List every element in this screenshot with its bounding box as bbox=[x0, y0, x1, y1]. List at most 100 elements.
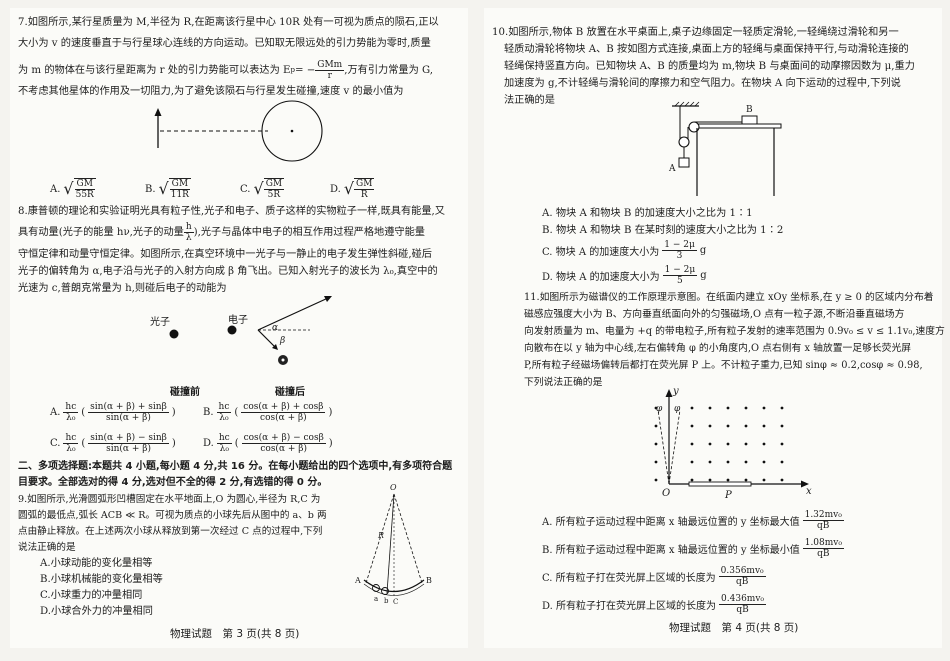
q11-line2: 磁感应强度大小为 B、方向垂直纸面向外的匀强磁场,O 点有一粒子源,不断沿垂直磁… bbox=[524, 309, 905, 320]
q7-option-a-num: GM bbox=[74, 179, 95, 190]
q8-option-c-num: sin(α + β) − sinβ bbox=[88, 433, 169, 444]
q9-line4: 说法正确的是 bbox=[18, 542, 76, 553]
q10-option-a: A. 物块 A 和物块 B 的加速度大小之比为 1∶1 bbox=[542, 208, 753, 219]
q11-field-dot bbox=[762, 460, 766, 464]
q7-option-c-num: GM bbox=[263, 179, 285, 190]
q8-option-b-coef-den: λ₀ bbox=[219, 413, 229, 423]
q11-field-dot bbox=[690, 460, 694, 464]
q8-option-d-den: cos(α + β) bbox=[260, 444, 308, 454]
q10-block-A bbox=[678, 157, 690, 168]
q11-field-dot bbox=[726, 424, 730, 428]
q9-label-R: R bbox=[378, 531, 385, 540]
q11-label-phi-left: φ bbox=[656, 404, 663, 414]
q9-label-b: b bbox=[384, 597, 389, 605]
q7-line1: 7.如图所示,某行星质量为 M,半径为 R,在距离该行星中心 10R 处有一可视… bbox=[18, 17, 439, 28]
q11-field-dot bbox=[654, 478, 658, 482]
q11-line5: P,所有粒子经磁场偏转后都打在荧光屏 P 上。不计粒子重力,已知 sinφ ≈ … bbox=[524, 360, 923, 371]
q8-option-b-label: B. bbox=[203, 407, 214, 418]
q7-line3d: ,万有引力常量为 G, bbox=[344, 65, 434, 76]
q11-field-dots bbox=[654, 406, 784, 482]
right-page-footer: 物理试题 第 4 页(共 8 页) bbox=[669, 622, 799, 634]
q8-p-num: h bbox=[183, 222, 194, 233]
q11-option-b-den: qB bbox=[817, 549, 830, 559]
q11-field-dot bbox=[780, 424, 784, 428]
q8-option-c-den: sin(α + β) bbox=[106, 444, 151, 454]
q10-option-d-num: 1 − 2μ bbox=[662, 265, 698, 276]
q8-line2a: 具有动量(光子的能量 hν,光子的动量 bbox=[18, 227, 184, 238]
section2-heading-line1: 二、多项选择题:本题共 4 小题,每小题 4 分,共 16 分。在每小题给出的四… bbox=[18, 461, 453, 472]
q7-line2: 大小为 v 的速度垂直于与行星球心连线的方向运动。已知取无限远处的引力势能为零时… bbox=[18, 38, 431, 49]
q8-before-label: 碰撞前 bbox=[170, 387, 200, 398]
q11-option-d-den: qB bbox=[736, 605, 749, 615]
q11-field-dot bbox=[726, 406, 730, 410]
q11-option-a-den: qB bbox=[817, 521, 830, 531]
q11-x-arrow bbox=[801, 480, 809, 488]
q11-field-dot bbox=[726, 478, 730, 482]
q9-line3: 点由静止释放。在上述两次小球从释放到第一次经过 C 点的过程中,下列 bbox=[18, 526, 323, 537]
q10-block-B bbox=[741, 115, 758, 125]
q10-line1: 10.如图所示,物体 B 放置在水平桌面上,桌子边缘固定一轻质定滑轮,一轻绳绕过… bbox=[492, 27, 899, 38]
q9-option-c: C.小球重力的冲量相同 bbox=[40, 590, 143, 601]
q10-line3: 轻绳保持竖直方向。已知物块 A、B 的质量均为 m,物块 B 与桌面间的动摩擦因… bbox=[504, 61, 915, 72]
q7-planet-circle bbox=[261, 100, 323, 162]
q7-option-d-num: GM bbox=[354, 179, 375, 190]
q11-field-dot bbox=[690, 442, 694, 446]
q11-diagram bbox=[654, 389, 809, 488]
q7-line4: 不考虑其他星体的作用及一切阻力,为了避免该陨石与行星发生碰撞,速度 v 的最小值… bbox=[18, 86, 404, 97]
q7-line3c: = − bbox=[294, 65, 316, 76]
q8-option-c-coef-den: λ₀ bbox=[66, 444, 76, 454]
section2-heading-line2: 目要求。全部选对的得 4 分,选对但不全的得 2 分,有选错的得 0 分。 bbox=[18, 477, 328, 488]
q7-diagram bbox=[154, 100, 323, 162]
q11-label-y: y bbox=[673, 386, 679, 397]
q7-option-c-den: 5R bbox=[267, 190, 281, 200]
q8-option-d-num: cos(α + β) − cosβ bbox=[241, 433, 326, 444]
q9-label-A: A bbox=[355, 576, 361, 585]
q11-option-c-den: qB bbox=[735, 577, 749, 587]
q11-field-dot bbox=[726, 460, 730, 464]
q8-line3: 守恒定律和动量守恒定律。如图所示,在真空环境中一光子与一静止的电子发生弹性斜碰,… bbox=[18, 249, 432, 260]
q9-option-a: A.小球动能的变化量相等 bbox=[40, 558, 153, 569]
q9-line2: 圆弧的最低点,弧长 ACB ≪ R。可视为质点的小球先后从图中的 a、b 两 bbox=[18, 510, 327, 521]
q11-field-dot bbox=[780, 406, 784, 410]
q9-arc bbox=[363, 579, 425, 592]
q11-field-dot bbox=[744, 406, 748, 410]
q10-option-c-num: 1 − 2μ bbox=[662, 240, 697, 251]
q11-field-dot bbox=[708, 442, 712, 446]
q11-line1: 11.如图所示为磁谱仪的工作原理示意图。在纸面内建立 xOy 坐标系,在 y ≥… bbox=[524, 292, 934, 303]
q10-line5: 法正确的是 bbox=[504, 95, 555, 106]
q8-option-a-coef-den: λ₀ bbox=[66, 413, 76, 423]
q9-label-O: O bbox=[390, 483, 397, 492]
q11-field-dot bbox=[654, 424, 658, 428]
q8-option-b-coef-num: hc bbox=[216, 402, 232, 413]
left-page-footer: 物理试题 第 3 页(共 8 页) bbox=[170, 628, 300, 640]
q8-electron-path bbox=[257, 329, 277, 349]
q8-beta-label: β bbox=[280, 336, 286, 346]
q11-field-dot bbox=[690, 424, 694, 428]
q11-line6: 下列说法正确的是 bbox=[524, 377, 603, 388]
q11-field-dot bbox=[744, 478, 748, 482]
q8-after-label: 碰撞后 bbox=[275, 387, 305, 398]
q11-option-c-num: 0.356mv₀ bbox=[718, 566, 766, 577]
q9-ball-a bbox=[372, 584, 380, 592]
q8-photon-arrow bbox=[324, 296, 332, 302]
q8-line2b: ),光子与晶体中电子的相互作用过程严格地遵守能量 bbox=[193, 227, 425, 238]
q8-electron-dot bbox=[227, 325, 237, 335]
q11-label-O: O bbox=[662, 488, 671, 499]
q11-field-dot bbox=[744, 460, 748, 464]
right-exam-page: 10.如图所示,物体 B 放置在水平桌面上,桌子边缘固定一轻质定滑轮,一轻绳绕过… bbox=[484, 8, 945, 648]
q11-label-x: x bbox=[806, 486, 812, 497]
q8-line1: 8.康普顿的理论和实验证明光具有粒子性,光子和电子、质子这样的实物粒子一样,既具… bbox=[18, 206, 445, 217]
q7-option-b-num: GM bbox=[169, 179, 191, 190]
q10-option-c-den: 3 bbox=[676, 251, 683, 261]
